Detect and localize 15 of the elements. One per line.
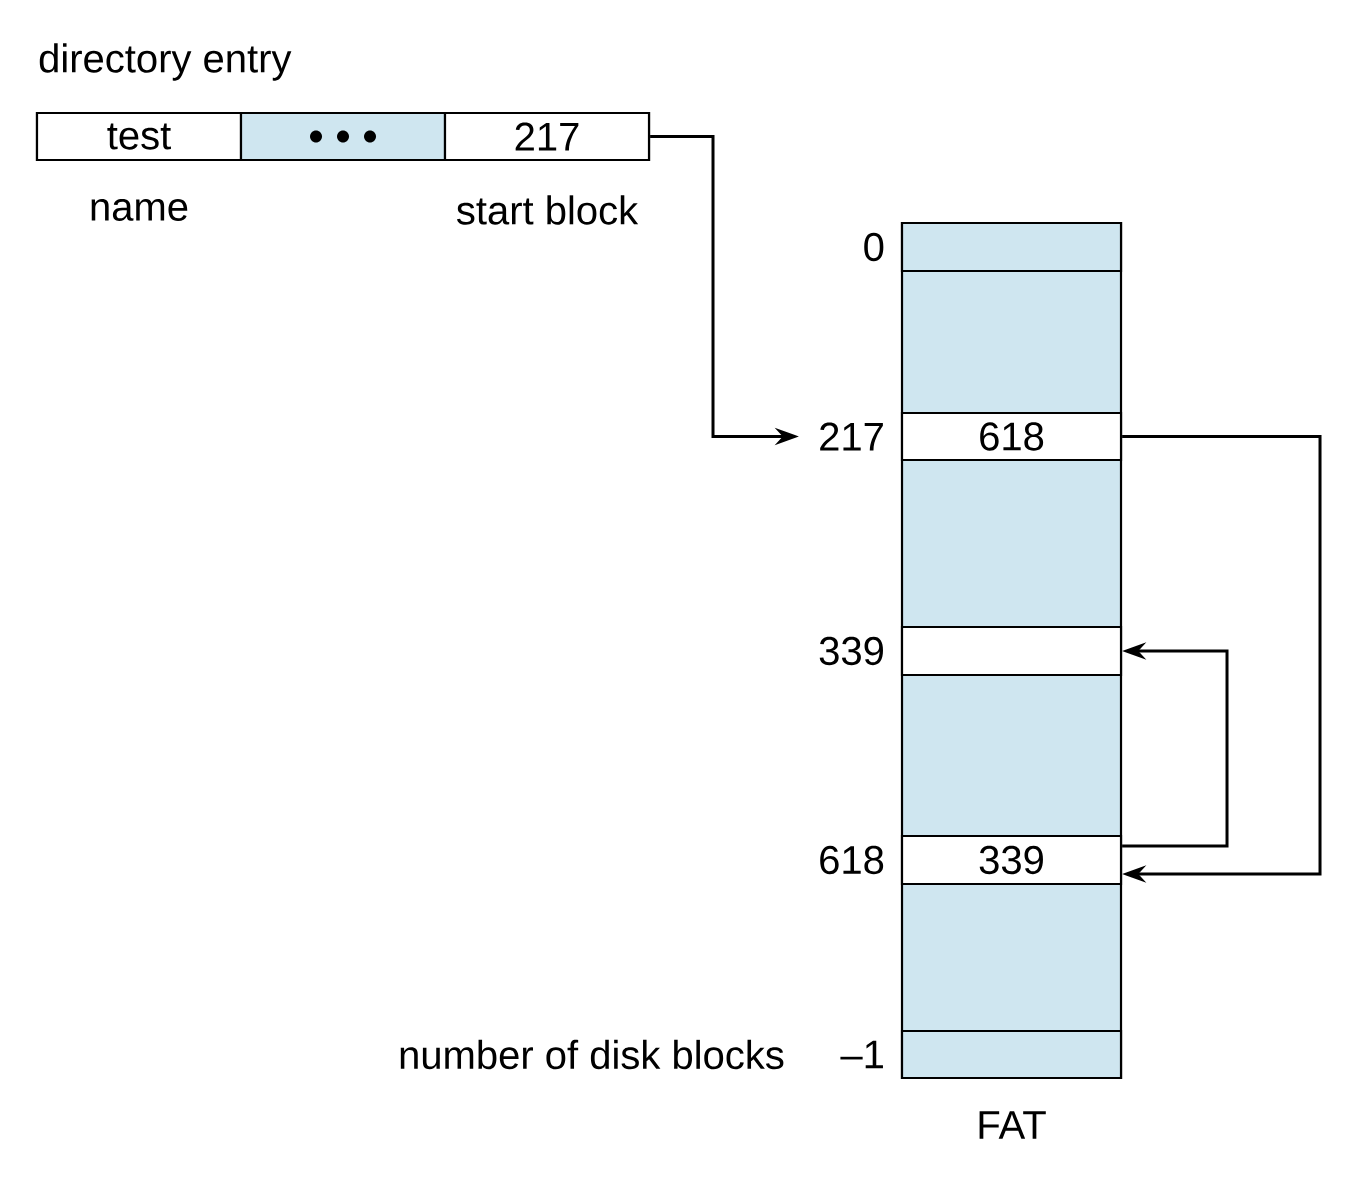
row-index: 618 xyxy=(820,845,884,875)
table-row: 618 xyxy=(900,411,1123,462)
row-index: 339 xyxy=(819,636,883,666)
entry-cell: 217 xyxy=(443,111,651,162)
heading: directory entry xyxy=(39,43,292,81)
field-label: name xyxy=(91,199,188,221)
arrow xyxy=(1122,435,1322,883)
row-index: –1 xyxy=(840,1040,883,1069)
row-index: 217 xyxy=(820,422,883,451)
row-index: 0 xyxy=(864,232,884,262)
field-label: start block xyxy=(457,195,639,225)
table-caption: FAT xyxy=(979,1111,1046,1139)
row-note: number of disk blocks xyxy=(400,1039,784,1070)
entry-cell: test xyxy=(35,111,243,162)
table-row: 339 xyxy=(900,834,1123,886)
